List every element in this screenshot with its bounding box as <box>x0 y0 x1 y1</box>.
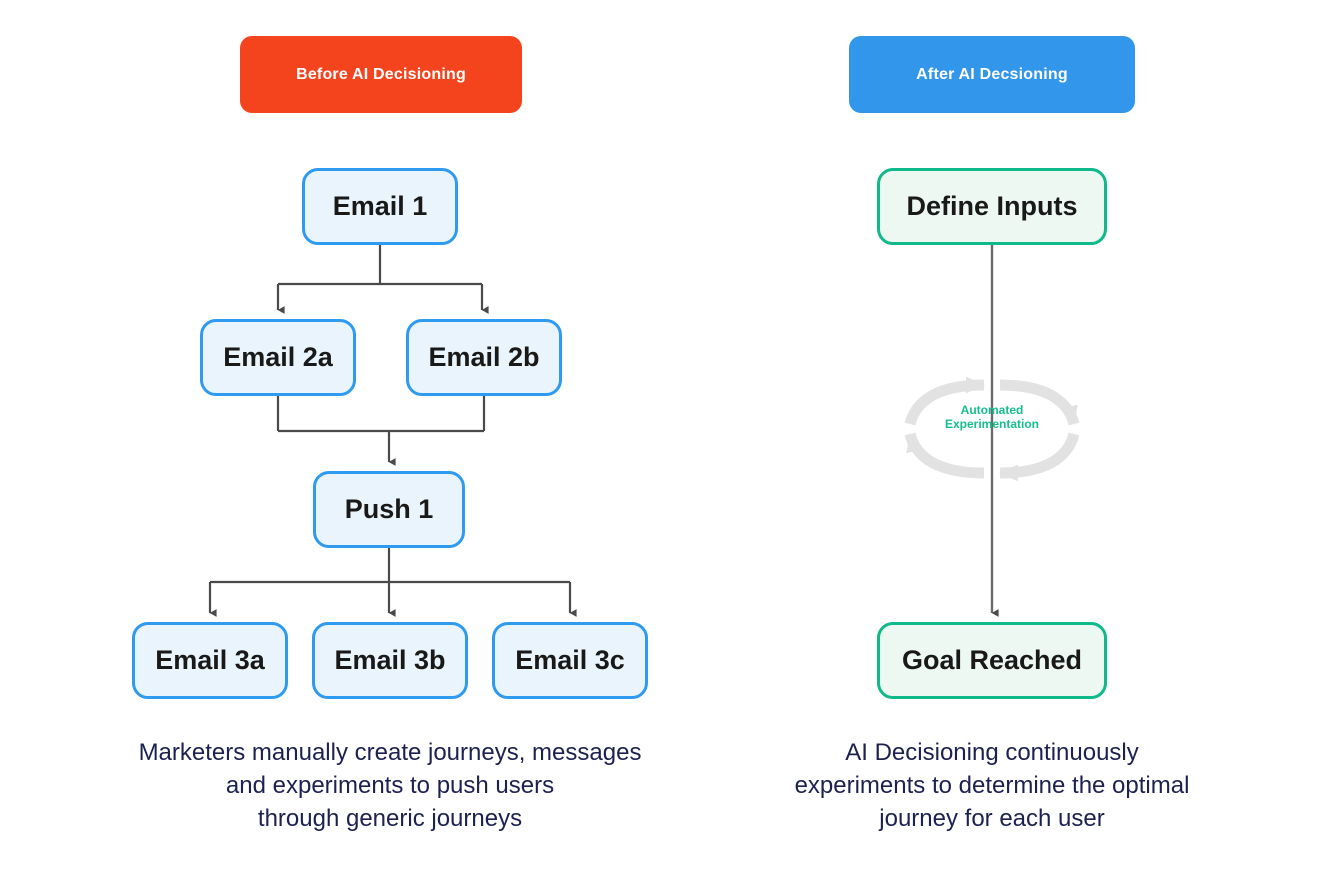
node-email-1[interactable]: Email 1 <box>302 168 458 245</box>
node-push-1[interactable]: Push 1 <box>313 471 465 548</box>
node-email-2b[interactable]: Email 2b <box>406 319 562 396</box>
node-goal-reached[interactable]: Goal Reached <box>877 622 1107 699</box>
automated-experimentation-label: Automated Experimentation <box>944 403 1040 431</box>
caption-after-ai-decisioning: AI Decisioning continuously experiments … <box>794 739 1190 832</box>
node-email-3b[interactable]: Email 3b <box>312 622 468 699</box>
node-email-3a[interactable]: Email 3a <box>132 622 288 699</box>
connector-push1-to-email3 <box>208 548 577 617</box>
badge-after-ai-decisioning: After AI Decsioning <box>849 36 1135 113</box>
node-email-2a[interactable]: Email 2a <box>200 319 356 396</box>
connector-email2-to-push1 <box>276 396 486 466</box>
connector-email1-to-email2 <box>276 245 489 314</box>
node-email-3c[interactable]: Email 3c <box>492 622 648 699</box>
caption-before-ai-decisioning: Marketers manually create journeys, mess… <box>138 739 642 832</box>
node-define-inputs[interactable]: Define Inputs <box>877 168 1107 245</box>
badge-before-ai-decisioning: Before AI Decisioning <box>240 36 522 113</box>
